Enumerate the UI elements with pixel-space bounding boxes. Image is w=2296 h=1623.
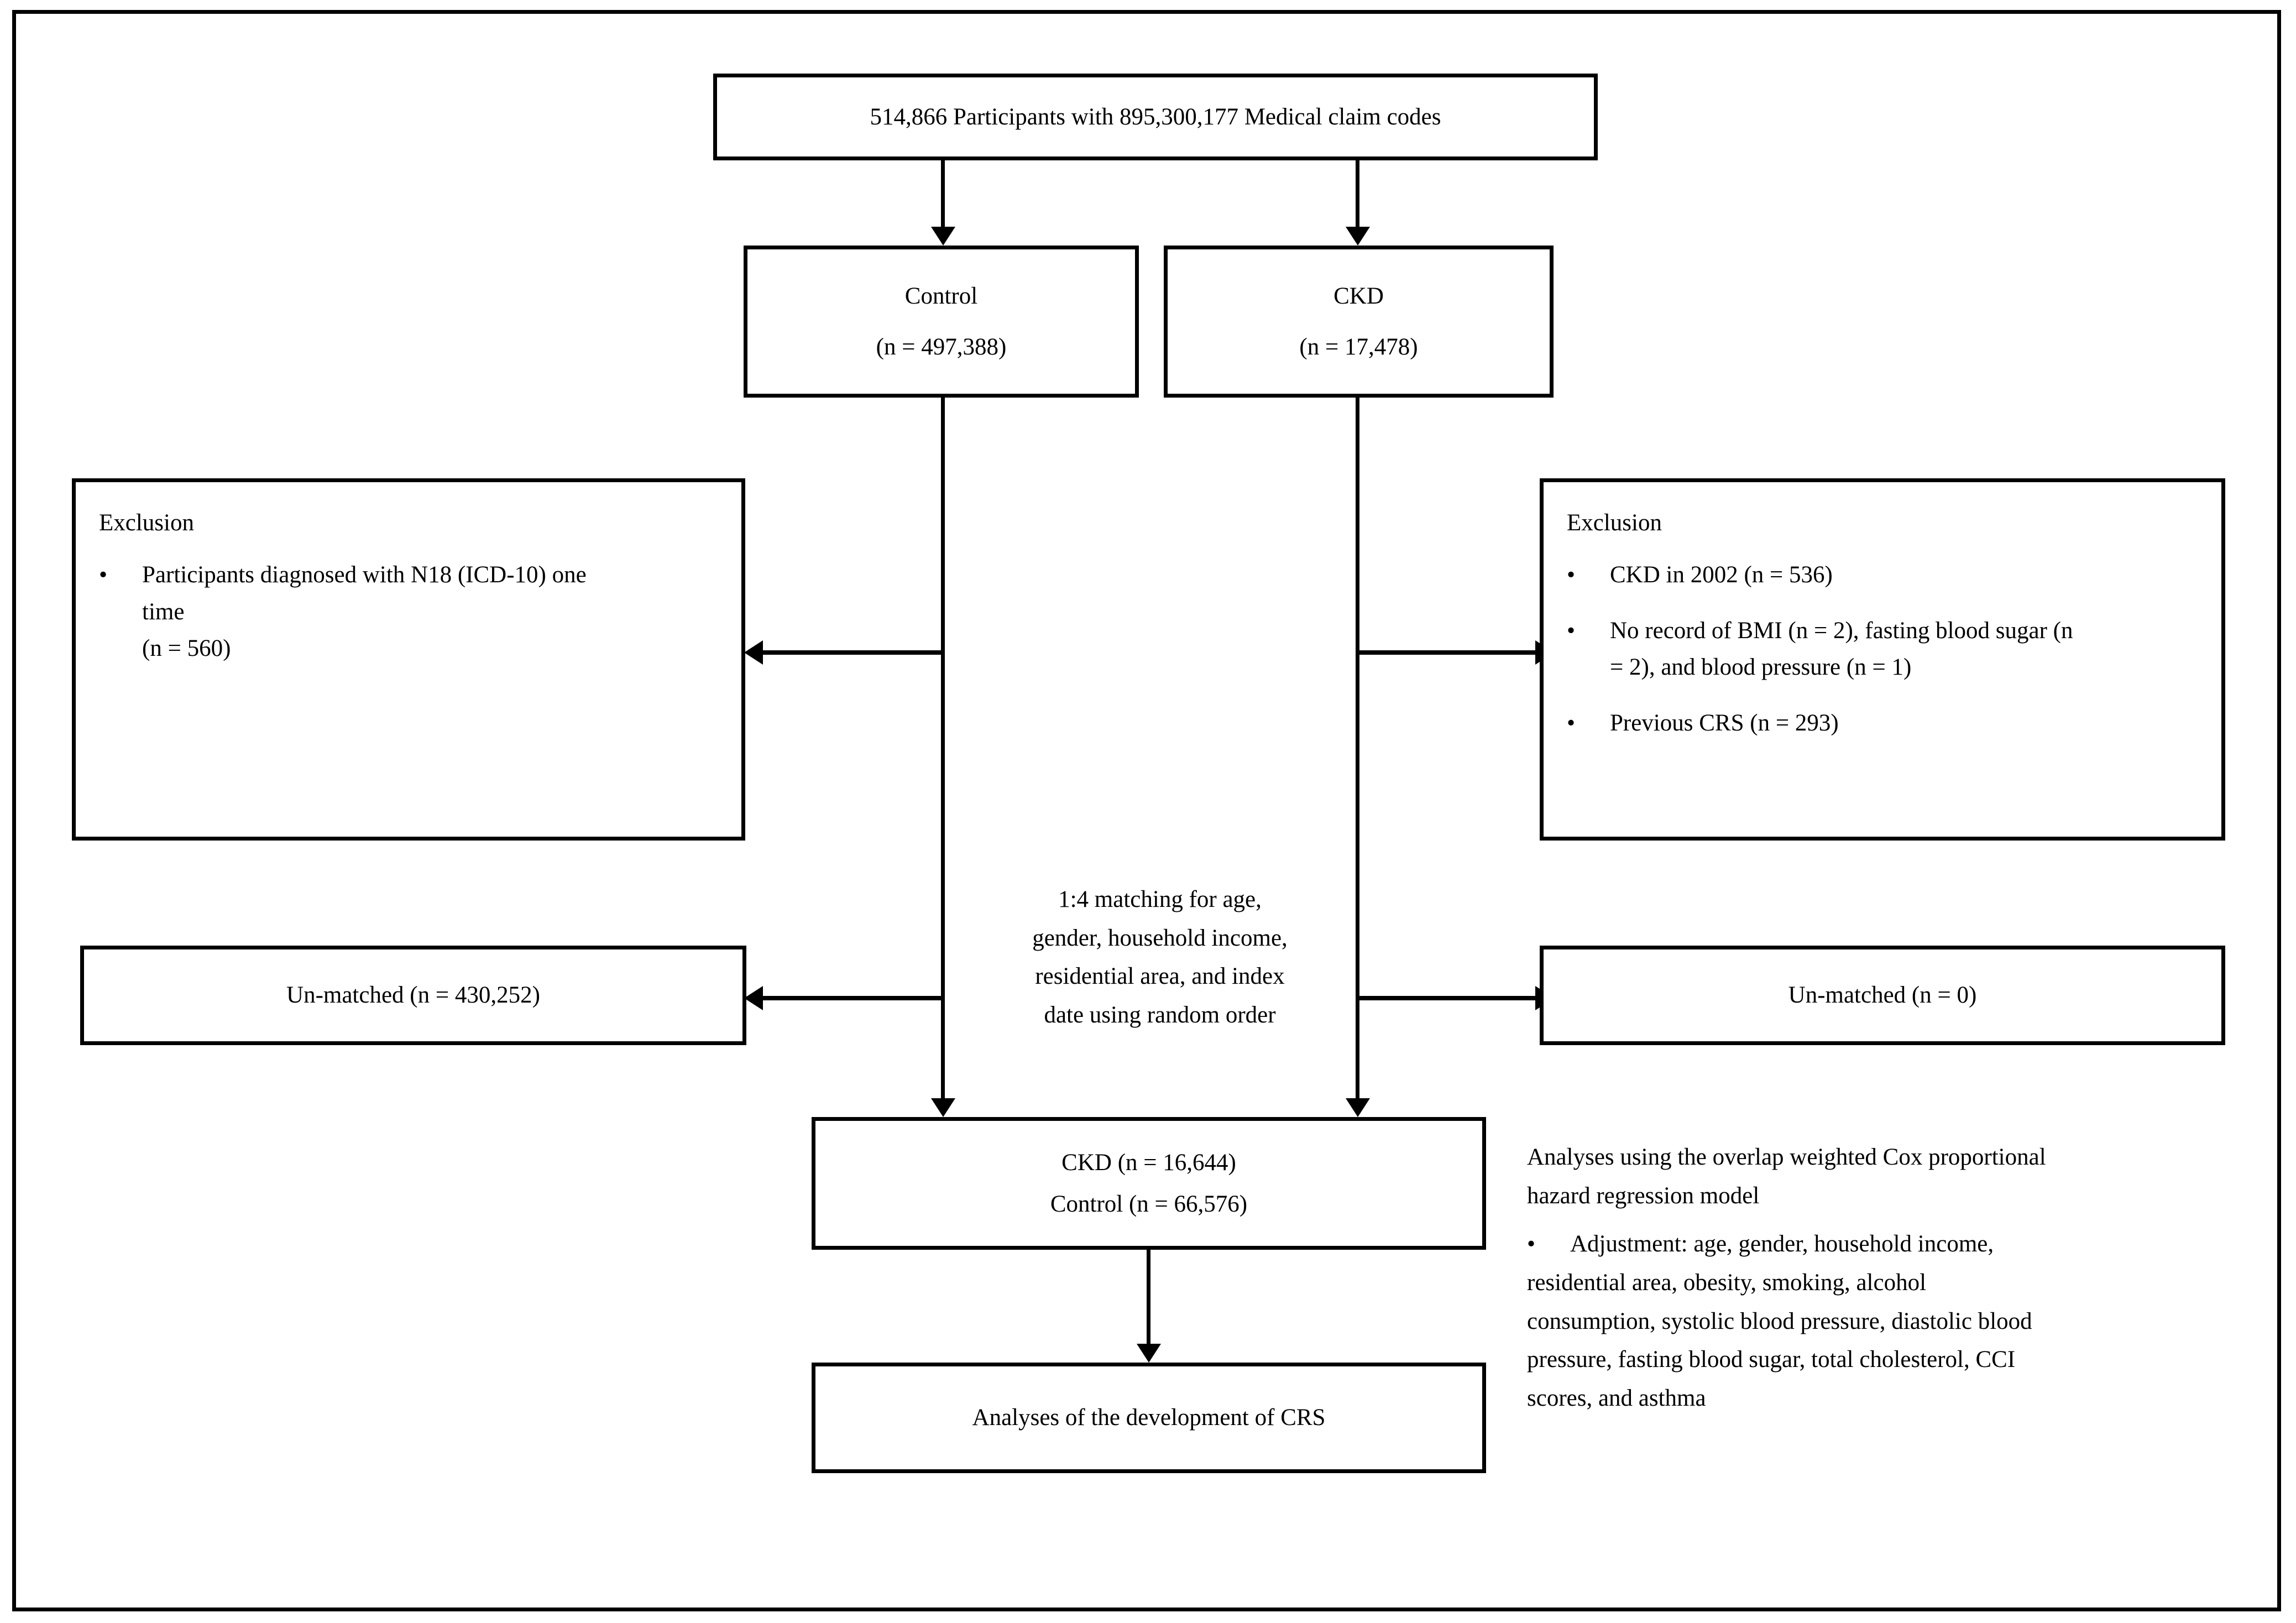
analyses-note-line: Analyses using the overlap weighted Cox … [1527, 1144, 2046, 1170]
left-exclusion-list: • Participants diagnosed with N18 (ICD-1… [99, 557, 719, 667]
right-exclusion-item-line: Previous CRS (n = 293) [1610, 709, 1839, 736]
unmatched-right-text: Un-matched (n = 0) [1788, 982, 1977, 1009]
connector-ckd-to-right-exclusion [1356, 650, 1535, 655]
analyses-note-bullet-line: Adjustment: age, gender, household incom… [1570, 1231, 1994, 1257]
control-group-label: Control [904, 283, 978, 310]
bullet-icon: • [1567, 562, 1576, 588]
left-exclusion-item-line: time [142, 598, 185, 625]
matching-note-line: residential area, and index [1035, 963, 1285, 990]
arrowhead-unmatched-left [744, 986, 763, 1010]
connector-matched-to-final [1147, 1250, 1150, 1349]
matched-ckd-count: CKD (n = 16,644) [1061, 1149, 1236, 1176]
matching-note-line: gender, household income, [1032, 925, 1288, 951]
right-exclusion-item-text: Previous CRS (n = 293) [1610, 705, 2203, 742]
left-exclusion-box: Exclusion • Participants diagnosed with … [72, 478, 745, 841]
right-exclusion-item-text: No record of BMI (n = 2), fasting blood … [1610, 613, 2203, 686]
ckd-group-count: (n = 17,478) [1299, 333, 1418, 360]
arrowhead-matched-to-final [1137, 1344, 1161, 1363]
left-exclusion-item: • Participants diagnosed with N18 (ICD-1… [99, 557, 719, 667]
matching-note-line: 1:4 matching for age, [1058, 886, 1262, 912]
matching-note-line: date using random order [1044, 1001, 1276, 1028]
arrowhead-top-to-ckd [1346, 227, 1370, 246]
left-exclusion-item-line: Participants diagnosed with N18 (ICD-10)… [142, 562, 587, 588]
ckd-group-box: CKD (n = 17,478) [1164, 246, 1554, 398]
matched-control-count: Control (n = 66,576) [1050, 1191, 1248, 1217]
left-exclusion-item-count: (n = 560) [142, 635, 231, 662]
control-group-count: (n = 497,388) [876, 333, 1007, 360]
trunk-control [941, 398, 945, 1105]
arrowhead-control-to-matched [931, 1098, 955, 1117]
analyses-note-bullet-text: Adjustment: age, gender, household incom… [1527, 1225, 2262, 1417]
bullet-icon: • [1567, 617, 1576, 644]
analyses-note-bullet-line: residential area, obesity, smoking, alco… [1527, 1269, 1927, 1296]
bullet-icon: • [99, 562, 108, 588]
right-exclusion-item-text: CKD in 2002 (n = 536) [1610, 557, 2203, 594]
right-exclusion-item-line: = 2), and blood pressure (n = 1) [1610, 654, 1912, 681]
right-exclusion-item: • No record of BMI (n = 2), fasting bloo… [1567, 613, 2203, 686]
connector-ckd-to-unmatched-right [1356, 996, 1535, 1000]
trunk-ckd [1356, 398, 1359, 1105]
left-exclusion-heading: Exclusion [99, 510, 194, 536]
analyses-note-bullet-line: scores, and asthma [1527, 1385, 1706, 1411]
right-exclusion-list: • CKD in 2002 (n = 536) • No record of B… [1567, 557, 2203, 742]
top-participants-text: 514,866 Participants with 895,300,177 Me… [870, 103, 1441, 130]
arrowhead-left-exclusion [744, 640, 763, 665]
right-exclusion-item-line: No record of BMI (n = 2), fasting blood … [1610, 617, 2073, 644]
connector-control-to-left-exclusion [763, 650, 943, 655]
analyses-note-bullet-line: pressure, fasting blood sugar, total cho… [1527, 1347, 2016, 1373]
unmatched-right-box: Un-matched (n = 0) [1540, 946, 2225, 1045]
final-analyses-text: Analyses of the development of CRS [972, 1405, 1326, 1431]
connector-top-to-control [941, 160, 945, 229]
bullet-icon: • [1567, 709, 1576, 736]
right-exclusion-item: • CKD in 2002 (n = 536) [1567, 557, 2203, 594]
analyses-note-bullet-line: consumption, systolic blood pressure, di… [1527, 1308, 2032, 1334]
arrowhead-top-to-control [931, 227, 955, 246]
matching-note: 1:4 matching for age, gender, household … [1016, 880, 1304, 1035]
unmatched-left-box: Un-matched (n = 430,252) [80, 946, 746, 1045]
right-exclusion-item-line: CKD in 2002 (n = 536) [1610, 562, 1833, 588]
final-analyses-box: Analyses of the development of CRS [812, 1363, 1486, 1473]
matched-cohort-box: CKD (n = 16,644) Control (n = 66,576) [812, 1117, 1486, 1250]
right-exclusion-box: Exclusion • CKD in 2002 (n = 536) • No r… [1540, 478, 2225, 841]
top-participants-box: 514,866 Participants with 895,300,177 Me… [713, 74, 1598, 160]
right-exclusion-heading: Exclusion [1567, 510, 1662, 536]
bullet-icon: • [1527, 1231, 1536, 1257]
arrowhead-ckd-to-matched [1346, 1098, 1370, 1117]
right-exclusion-item: • Previous CRS (n = 293) [1567, 705, 2203, 742]
ckd-group-label: CKD [1333, 283, 1384, 310]
unmatched-left-text: Un-matched (n = 430,252) [286, 982, 540, 1009]
analyses-note: Analyses using the overlap weighted Cox … [1527, 1138, 2262, 1418]
control-group-box: Control (n = 497,388) [744, 246, 1139, 398]
analyses-note-line: hazard regression model [1527, 1182, 1760, 1209]
left-exclusion-item-text: Participants diagnosed with N18 (ICD-10)… [142, 557, 719, 667]
connector-control-to-unmatched-left [763, 996, 943, 1000]
connector-top-to-ckd [1356, 160, 1359, 229]
